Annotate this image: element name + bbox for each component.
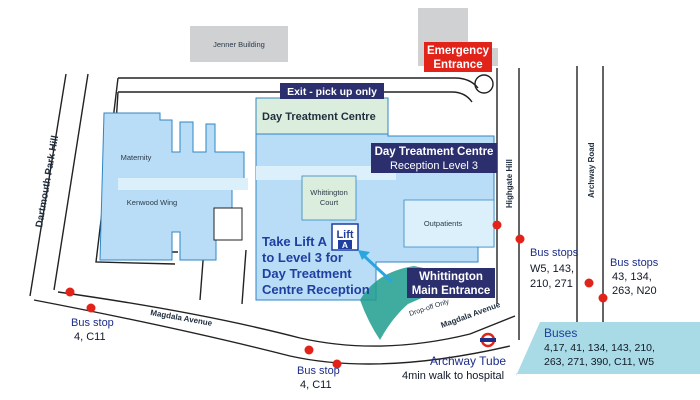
site-inner-road — [118, 91, 473, 103]
archway-tube-walk: 4min walk to hospital — [402, 370, 504, 382]
archway-tube-title: Archway Tube — [430, 354, 506, 368]
whittington-court-label-2: Court — [320, 198, 339, 207]
magdala-avenue-upper-edge — [57, 291, 516, 347]
main-entrance-line-2: Main Entrance — [412, 285, 491, 297]
bus-stops-highgate-routes-2: 210, 271 — [530, 278, 573, 290]
outpatients-area — [403, 199, 495, 248]
dartmouth-park-hill-label: Dartmouth Park Hill — [34, 134, 61, 228]
drop-off-label: Drop-off Only — [408, 298, 450, 318]
dtc-reception-badge — [371, 143, 497, 173]
main-corridor — [256, 166, 396, 180]
main-entrance-badge — [407, 268, 495, 298]
bus-stops-highgate-routes-1: W5, 143, — [530, 263, 574, 275]
bus-stop-dot-left-2 — [86, 303, 96, 313]
kenwood-wing-label: Kenwood Wing — [127, 198, 177, 207]
lift-letter: A — [342, 240, 348, 250]
buses-title: Buses — [544, 326, 577, 340]
bus-stops-archway-routes-1: 43, 134, — [612, 271, 652, 283]
magdala-avenue-lower-edge — [33, 299, 511, 365]
kenwood-corridor — [118, 178, 248, 190]
lift-letter-box — [338, 240, 352, 249]
dartmouth-park-hill-road-edge — [53, 73, 89, 291]
buses-routes-line-2: 263, 271, 390, C11, W5 — [544, 356, 654, 368]
emergency-badge-line-2: Entrance — [433, 59, 482, 71]
bus-stops-highgate-title: Bus stops — [530, 247, 579, 259]
whittington-court — [301, 175, 357, 221]
dartmouth-park-hill-road — [29, 73, 67, 297]
archway-road-label: Archway Road — [587, 142, 596, 198]
bus-stop-dot-highgate-1 — [492, 220, 502, 230]
bus-stop-left-routes: 4, C11 — [74, 331, 106, 343]
lower-site-road-2 — [241, 249, 247, 305]
main-entrance-line-1: Whittington — [419, 271, 483, 283]
lift-note-line-3: Day Treatment — [262, 266, 352, 281]
dtc-reception-line-1: Day Treatment Centre — [375, 146, 494, 158]
lift-note-line-1: Take Lift A — [262, 234, 328, 249]
jenner-building — [190, 26, 288, 62]
bus-stop-bottom-title: Bus stop — [297, 365, 340, 377]
bus-stop-dot-bottom-1 — [304, 345, 314, 355]
emergency-turning-circle — [474, 74, 494, 94]
whittington-court-label-1: Whittington — [310, 188, 348, 197]
buses-routes-line-1: 4,17, 41, 134, 143, 210, — [544, 342, 655, 354]
site-top-road — [118, 77, 479, 89]
outpatients-label: Outpatients — [424, 219, 463, 228]
dtc-reception-line-2: Reception Level 3 — [390, 160, 478, 172]
lift-word: Lift — [336, 229, 353, 241]
bus-stop-dot-bottom-2 — [332, 359, 342, 369]
buses-info-panel — [540, 322, 700, 374]
lift-direction-arrow — [360, 252, 394, 284]
bus-stop-dot-archway-2 — [598, 293, 608, 303]
day-treatment-centre-label: Day Treatment Centre — [262, 111, 376, 123]
bus-stop-dot-left-1 — [65, 287, 75, 297]
small-annex-outline — [213, 207, 243, 241]
bus-stops-archway-title: Bus stops — [610, 257, 659, 269]
bus-stop-dot-highgate-2 — [515, 234, 525, 244]
exit-pickup-badge — [280, 83, 384, 99]
underground-roundel-icon — [480, 332, 496, 348]
bus-stop-bottom-routes: 4, C11 — [300, 379, 332, 391]
bus-stop-dots — [65, 220, 608, 369]
buses-box-pointer — [516, 360, 540, 374]
lift-note-line-4: Centre Reception — [262, 282, 370, 297]
exit-pickup-label: Exit - pick up only — [287, 86, 377, 98]
highgate-hill-label: Highgate Hill — [505, 159, 514, 208]
emergency-entrance-badge — [424, 42, 492, 72]
jenner-building-label: Jenner Building — [213, 40, 265, 49]
emergency-badge-line-1: Emergency — [427, 45, 490, 57]
bus-stop-dot-archway-1 — [584, 278, 594, 288]
lift-direction-arrowhead — [358, 250, 370, 260]
maternity-label: Maternity — [121, 153, 152, 162]
bus-stop-left-title: Bus stop — [71, 317, 114, 329]
bus-stops-archway-routes-2: 263, N20 — [612, 285, 657, 297]
lift-note-line-2: to Level 3 for — [262, 250, 343, 265]
